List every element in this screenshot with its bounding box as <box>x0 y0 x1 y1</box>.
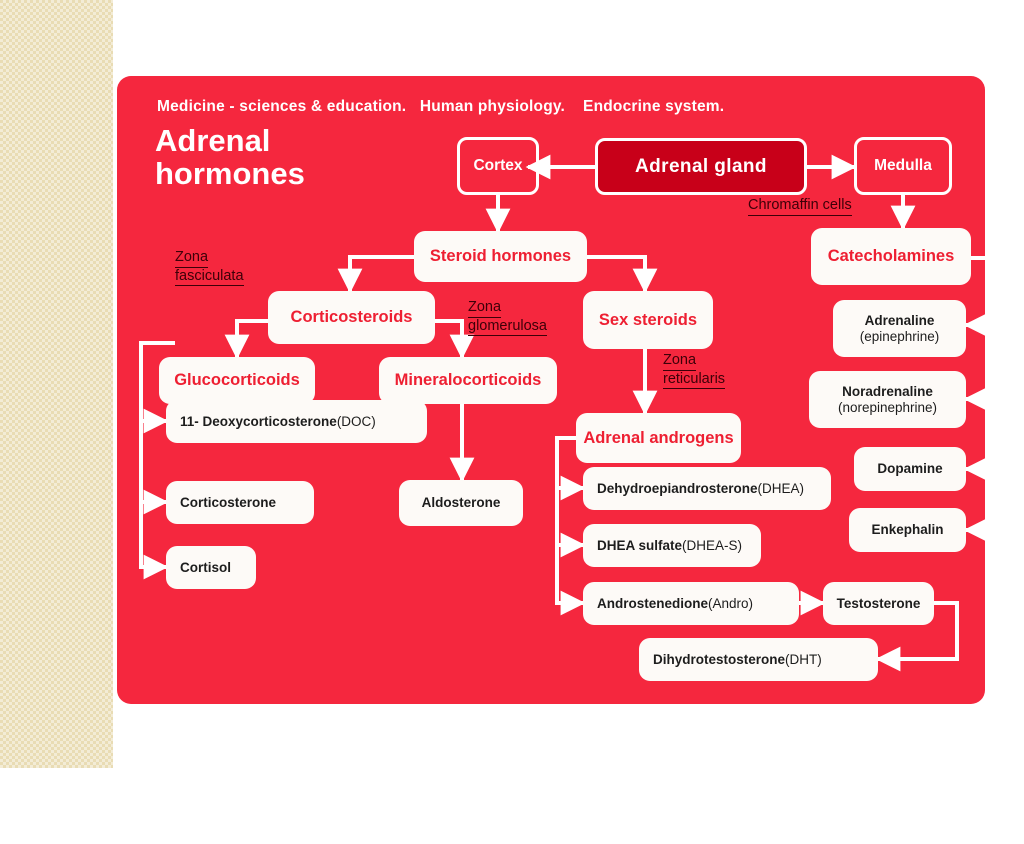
node-testosterone[interactable]: Testosterone <box>823 582 934 625</box>
dheas-label: DHEA sulfate <box>597 537 683 553</box>
node-cortisol[interactable]: Cortisol <box>166 546 256 589</box>
doc-label: 11- Deoxycorticosterone <box>180 413 337 429</box>
zona-reticularis-line2: reticularis <box>663 371 726 390</box>
annotation-chromaffin-cells: Chromaffin cells <box>748 197 852 216</box>
node-deoxycorticosterone[interactable]: 11- Deoxycorticosterone (DOC) <box>166 400 427 443</box>
dht-abbrev: (DHT) <box>785 651 822 667</box>
annotation-zona-fasciculata: Zona fasciculata <box>175 249 244 287</box>
node-dopamine[interactable]: Dopamine <box>854 447 966 491</box>
node-dhea-sulfate[interactable]: DHEA sulfate (DHEA-S) <box>583 524 761 567</box>
node-cortex[interactable]: Cortex <box>457 137 539 195</box>
slide-kicker-text: Medicine - sciences & education. Human p… <box>157 98 725 115</box>
zona-fasciculata-line2: fasciculata <box>175 268 244 287</box>
node-enkephalin[interactable]: Enkephalin <box>849 508 966 552</box>
zona-glomerulosa-line2: glomerulosa <box>468 318 547 337</box>
node-adrenaline[interactable]: Adrenaline (epinephrine) <box>833 300 966 357</box>
annotation-zona-glomerulosa: Zona glomerulosa <box>468 299 547 337</box>
node-dihydrotestosterone[interactable]: Dihydrotestosterone (DHT) <box>639 638 878 681</box>
dhea-abbrev: (DHEA) <box>757 480 805 496</box>
zona-reticularis-line1: Zona <box>663 352 697 371</box>
chromaffin-cells-text: Chromaffin cells <box>748 197 852 216</box>
dheas-abbrev: (DHEA-S) <box>682 537 743 553</box>
annotation-zona-reticularis: Zona reticularis <box>663 352 726 390</box>
zona-fasciculata-line1: Zona <box>175 249 209 268</box>
noradrenaline-synonym: (norepinephrine) <box>837 399 938 415</box>
noradrenaline-label: Noradrenaline <box>842 384 933 400</box>
zona-glomerulosa-line1: Zona <box>468 299 502 318</box>
adrenaline-label: Adrenaline <box>864 313 935 329</box>
dhea-label: Dehydroepiandrosterone <box>597 480 758 496</box>
node-adrenal-gland[interactable]: Adrenal gland <box>595 138 807 195</box>
dht-label: Dihydrotestosterone <box>653 651 786 667</box>
slide-title: Adrenal hormones <box>155 123 305 192</box>
node-sex-steroids[interactable]: Sex steroids <box>583 291 713 349</box>
diagram-panel: Medicine - sciences & education. Human p… <box>117 76 997 704</box>
node-medulla[interactable]: Medulla <box>854 137 952 195</box>
node-androstenedione[interactable]: Androstenedione (Andro) <box>583 582 799 625</box>
doc-abbrev: (DOC) <box>336 413 376 429</box>
node-adrenal-androgens[interactable]: Adrenal androgens <box>576 413 741 463</box>
node-corticosteroids[interactable]: Corticosteroids <box>268 291 435 344</box>
node-mineralocorticoids[interactable]: Mineralocorticoids <box>379 357 557 404</box>
decorative-sidebar-strip <box>0 0 115 768</box>
andro-label: Androstenedione <box>597 595 709 611</box>
node-noradrenaline[interactable]: Noradrenaline (norepinephrine) <box>809 371 966 428</box>
node-corticosterone[interactable]: Corticosterone <box>166 481 314 524</box>
node-aldosterone[interactable]: Aldosterone <box>399 480 523 526</box>
node-catecholamines[interactable]: Catecholamines <box>811 228 971 285</box>
andro-abbrev: (Andro) <box>708 595 754 611</box>
adrenaline-synonym: (epinephrine) <box>859 328 940 344</box>
node-glucocorticoids[interactable]: Glucocorticoids <box>159 357 315 404</box>
slide-canvas: Medicine - sciences & education. Human p… <box>113 0 1024 768</box>
node-steroid-hormones[interactable]: Steroid hormones <box>414 231 587 282</box>
node-dhea[interactable]: Dehydroepiandrosterone(DHEA) <box>583 467 831 510</box>
